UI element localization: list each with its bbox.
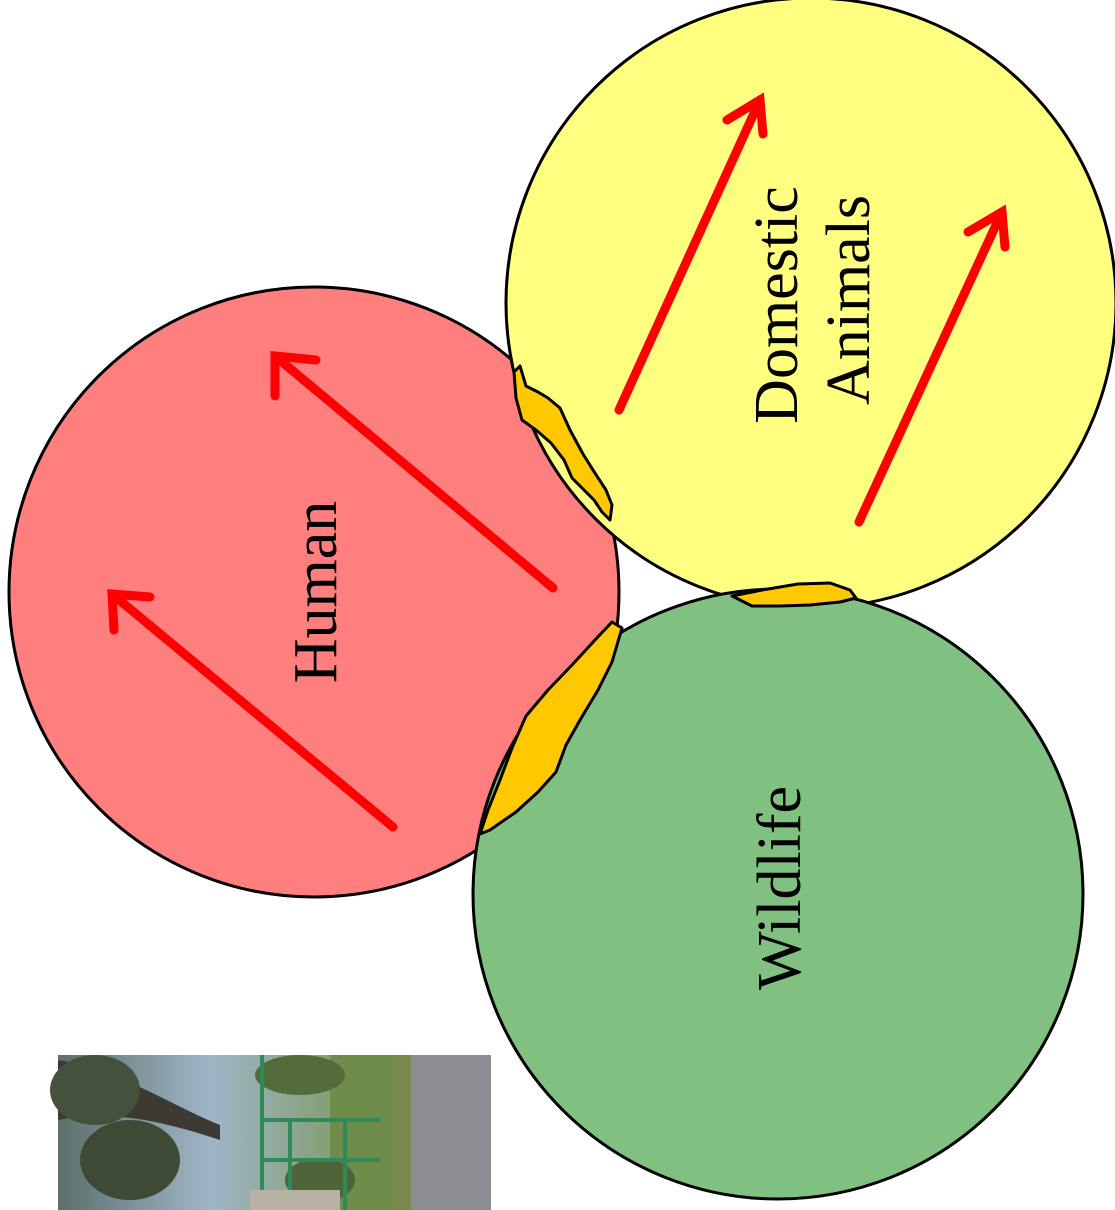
human-arrow-lower xyxy=(107,589,398,832)
domestic-arrow-left xyxy=(614,92,768,415)
wildlife-label: Wildlife xyxy=(746,786,814,990)
park-photo xyxy=(50,1055,491,1210)
human-label: Human xyxy=(282,501,350,684)
overlap-human-domestic xyxy=(512,364,614,522)
overlap-domestic-wildlife xyxy=(730,581,858,608)
domestic-label-line2: Animals xyxy=(815,195,883,405)
human-arrow-upper xyxy=(270,351,558,593)
overlap-human-wildlife xyxy=(478,620,624,836)
human-circle xyxy=(7,285,621,899)
domestic-label-line1: Domestic xyxy=(743,186,811,424)
domestic-arrow-right xyxy=(854,204,1010,527)
